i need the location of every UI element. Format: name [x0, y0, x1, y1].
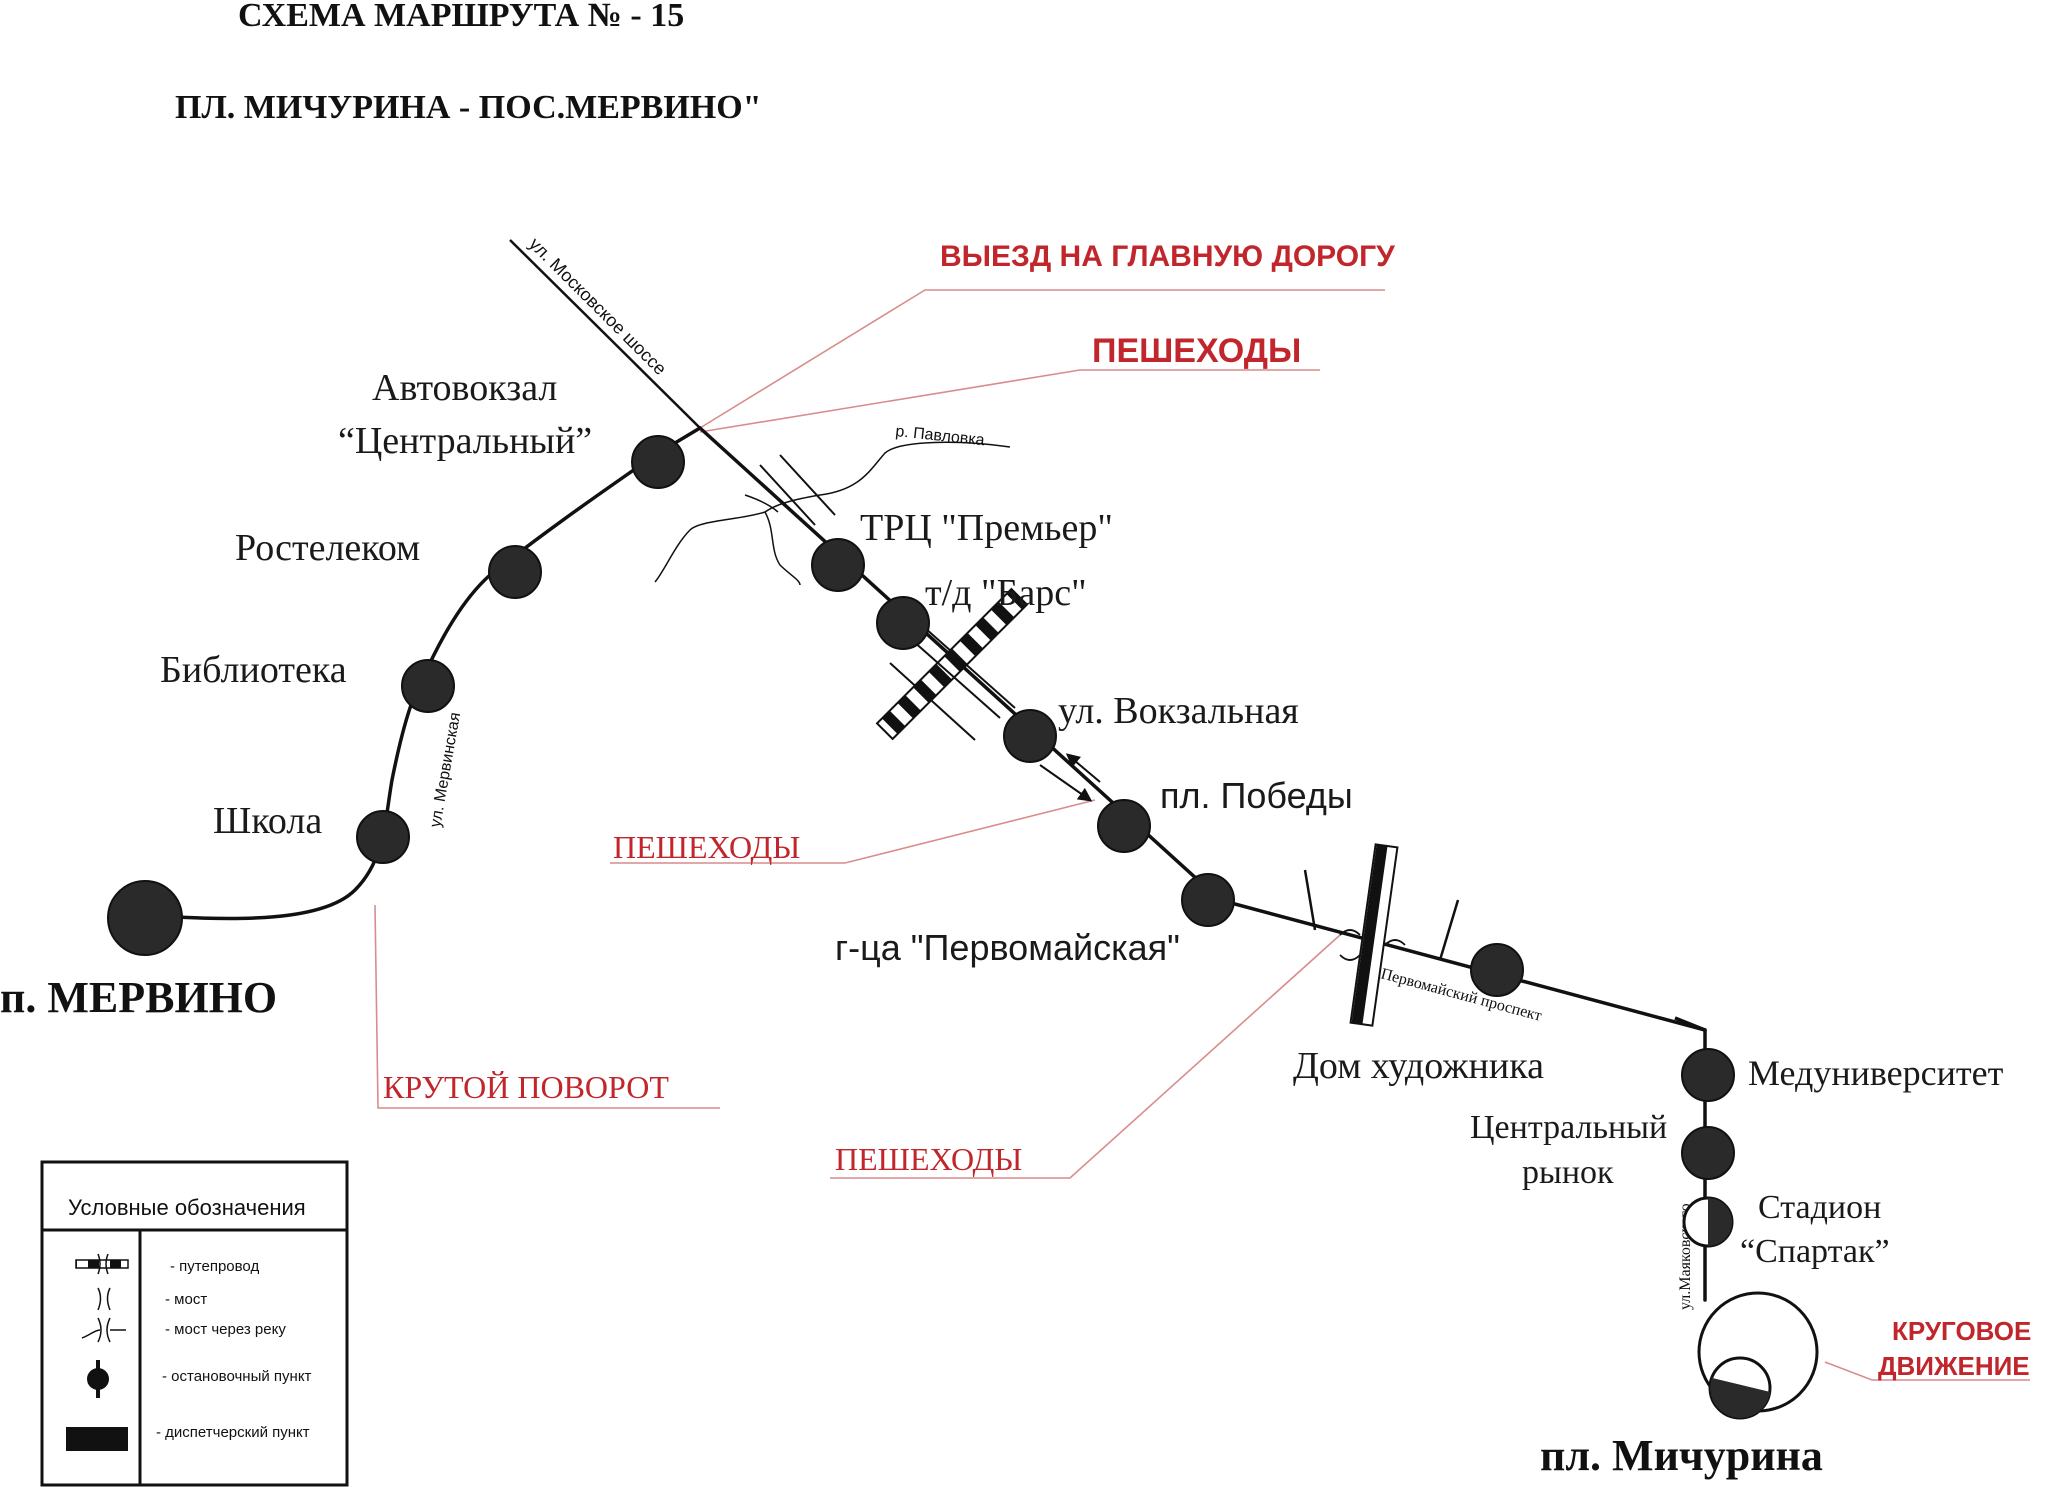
overpass-1: [875, 587, 1029, 741]
stop-bars[interactable]: [876, 596, 930, 650]
dispatch-point-icon: [66, 1427, 128, 1451]
overpass-icon: [75, 1253, 129, 1275]
river-bridge-icon: [81, 1317, 126, 1343]
label-premier: ТРЦ "Премьер": [860, 507, 1113, 549]
route-endcap: [1674, 1016, 1706, 1032]
label-shkola: Школа: [213, 800, 322, 842]
warning-roundabout-1: КРУГОВОЕ: [1892, 1316, 2031, 1346]
title-line1: СХЕМА МАРШРУТА № - 15: [238, 0, 684, 34]
stop-pobedy[interactable]: [1097, 799, 1151, 853]
label-meduniversitet: Медуниверситет: [1748, 1053, 2004, 1093]
stop-stadion[interactable]: [1682, 1196, 1734, 1248]
street-moskovskoe: ул. Московское шоссе: [525, 234, 670, 379]
label-vokzalnaya: ул. Вокзальная: [1058, 690, 1299, 732]
stop-dom-hudozhnika[interactable]: [1470, 943, 1524, 997]
legend-item-dispatch: - диспетчерский пункт: [156, 1424, 310, 1441]
warning-pedestrians-3: ПЕШЕХОДЫ: [835, 1141, 1022, 1177]
bridge-icon: [97, 1287, 111, 1311]
label-bars: т/д "Барс": [925, 572, 1087, 614]
stop-meduniversitet[interactable]: [1681, 1048, 1735, 1102]
stop-pervomaiskaya[interactable]: [1181, 873, 1235, 927]
street-mervinskaya: ул. Мервинская: [427, 711, 464, 829]
stop-shkola[interactable]: [356, 810, 410, 864]
warning-roundabout-2: ДВИЖЕНИЕ: [1878, 1351, 2030, 1381]
stop-rynok[interactable]: [1681, 1126, 1735, 1180]
label-dom-hudozhnika: Дом художника: [1293, 1045, 1544, 1087]
label-avtovokzal-1: Автовокзал: [372, 367, 557, 409]
legend-item-overpass: - путепровод: [170, 1258, 259, 1275]
stop-vokzalnaya[interactable]: [1003, 709, 1057, 763]
legend-item-bridge: - мост: [165, 1291, 207, 1308]
stop-premier[interactable]: [811, 538, 865, 592]
warning-pedestrians-1: ПЕШЕХОДЫ: [1092, 332, 1301, 370]
stop-michurina[interactable]: [1708, 1356, 1772, 1420]
stop-rostelekom[interactable]: [488, 545, 542, 599]
stop-avtovokzal[interactable]: [631, 435, 685, 489]
warning-sharp-turn: КРУТОЙ ПОВОРОТ: [383, 1069, 669, 1105]
legend-item-bus-stop: - остановочный пункт: [162, 1368, 312, 1385]
stop-biblioteka[interactable]: [401, 659, 455, 713]
bus-stop-icon: [87, 1360, 109, 1398]
label-biblioteka: Библиотека: [160, 649, 347, 691]
label-stadion-1: Стадион: [1758, 1189, 1881, 1226]
stops: [107, 435, 1735, 1180]
direction-arrows: [1039, 753, 1101, 802]
warning-pedestrians-2: ПЕШЕХОДЫ: [613, 829, 800, 865]
label-pobedy: пл. Победы: [1160, 775, 1353, 816]
legend: Условные обозначения - путепровод - мост…: [40, 1160, 349, 1487]
warning-leaders: [374, 289, 2030, 1381]
title-line2: ПЛ. МИЧУРИНА - ПОС.МЕРВИНО": [175, 89, 762, 126]
warning-exit-main-road: ВЫЕЗД НА ГЛАВНУЮ ДОРОГУ: [940, 240, 1395, 273]
label-rynok-1: Центральный: [1470, 1109, 1667, 1146]
label-rynok-2: рынок: [1522, 1154, 1614, 1191]
label-avtovokzal-2: “Центральный”: [338, 420, 592, 462]
legend-title: Условные обозначения: [68, 1195, 306, 1220]
river-bridge: [759, 454, 836, 526]
stop-mervino[interactable]: [107, 880, 183, 956]
label-rostelekom: Ростелеком: [235, 527, 420, 569]
label-stadion-2: “Спартак”: [1740, 1233, 1890, 1270]
legend-item-river-bridge: - мост через реку: [165, 1321, 286, 1338]
label-pervomaiskaya: г-ца "Первомайская": [835, 927, 1180, 968]
street-moskovskoe-line: [509, 239, 701, 429]
terminal-michurina: пл. Мичурина: [1540, 1431, 1823, 1480]
overpass-2: [1303, 843, 1460, 1027]
terminal-mervino: п. МЕРВИНО: [0, 973, 277, 1022]
